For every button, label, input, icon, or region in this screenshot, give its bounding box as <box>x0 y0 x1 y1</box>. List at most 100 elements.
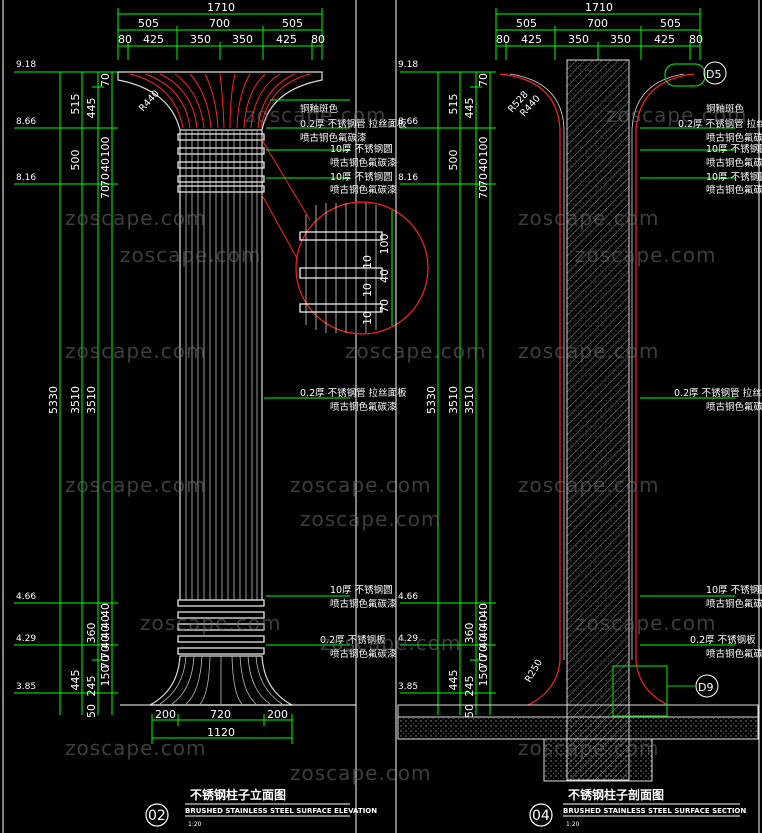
watermark-2: zoscape.com <box>606 103 747 127</box>
callout-8: 0.2厚 不锈钢管 拉丝面板 <box>300 387 407 399</box>
s-vdim-c-9: 40 <box>477 635 490 649</box>
watermark-16: zoscape.com <box>575 611 716 635</box>
vdim-c-2: 100 <box>99 137 112 158</box>
s-drawing-title-en: BRUSHED STAINLESS STEEL SURFACE SECTION <box>563 807 746 815</box>
detail-d9: D9 <box>698 681 713 694</box>
s-dim-mid-2: 700 <box>587 17 608 30</box>
s-drawing-number: 04 <box>532 808 550 824</box>
drawing-scale: 1:20 <box>188 821 202 828</box>
s-vdim-c-3: 40 <box>477 158 490 172</box>
dim-detail-2: 425 <box>143 33 164 46</box>
vdim-b-4: 245 <box>85 676 98 697</box>
watermark-7: zoscape.com <box>345 339 486 363</box>
s-vdim-a-2: 500 <box>447 150 460 171</box>
watermark-11: zoscape.com <box>65 473 206 497</box>
s-vdim-c-1: 70 <box>477 73 490 87</box>
callout-13: 喷古铜色氟碳漆 <box>330 648 397 660</box>
section-drawing: 1710 505 700 505 80 425 350 350 425 80 9… <box>395 0 762 833</box>
dim-detail-6: 80 <box>311 33 325 46</box>
bottom-dim-3: 200 <box>267 708 288 721</box>
watermark-17: zoscape.com <box>65 736 206 760</box>
level-8-16: 8.16 <box>16 173 36 183</box>
s-vdim-b-4: 245 <box>463 676 476 697</box>
watermark-9: zoscape.com <box>518 339 659 363</box>
s-callout-6: 10厚 不锈钢圆 <box>706 171 762 183</box>
vdim-b-5: 50 <box>85 704 98 718</box>
bottom-dim-2: 720 <box>210 708 231 721</box>
s-callout-9: 喷古铜色氟碳漆 <box>706 401 762 413</box>
s-level-4-66: 4.66 <box>398 592 418 602</box>
dim-detail-1: 80 <box>118 33 132 46</box>
drawing-title-cn: 不锈钢柱子立面图 <box>190 787 286 802</box>
dim-mid-3: 505 <box>282 17 303 30</box>
vdim-c-4: 70 <box>99 173 112 187</box>
s-callout-7: 喷古铜色氟碳漆 <box>706 184 762 196</box>
s-level-8-16: 8.16 <box>398 173 418 183</box>
s-vdim-b-2: 3510 <box>463 386 476 414</box>
s-callout-4: 10厚 不锈钢圆 <box>706 143 762 155</box>
s-vdim-c-6: 40 <box>477 603 490 617</box>
vdim-c-12: 150 <box>99 666 112 687</box>
level-4-29: 4.29 <box>16 634 36 644</box>
column-section: R528 R440 R250 <box>397 59 759 782</box>
callout-11: 喷古铜色氟碳漆 <box>330 598 397 610</box>
vdim-c-6: 40 <box>99 603 112 617</box>
watermark-18: zoscape.com <box>518 736 659 760</box>
callout-12: 0.2厚 不锈钢板 <box>320 634 386 646</box>
s-level-9-18: 9.18 <box>398 60 418 70</box>
watermarks: zoscape.com zoscape.com zoscape.com zosc… <box>65 103 747 785</box>
s-vdim-c-12: 150 <box>477 666 490 687</box>
top-dimensions <box>117 8 323 60</box>
vdim-c-8: 40 <box>99 625 112 639</box>
vdim-b-1: 445 <box>85 98 98 119</box>
detail-markers: D5 D9 <box>612 61 727 717</box>
callout-6: 10厚 不锈钢圆 <box>330 171 393 183</box>
detail-d5: D5 <box>706 68 721 81</box>
s-callout-10: 10厚 不锈钢圆 <box>706 584 762 596</box>
s-vdim-a-4: 445 <box>447 670 460 691</box>
drawing-title-en: BRUSHED STAINLESS STEEL SURFACE ELEVATIO… <box>185 807 377 815</box>
vdim-c-7: 40 <box>99 615 112 629</box>
watermark-12: zoscape.com <box>518 473 659 497</box>
vdim-c-3: 40 <box>99 158 112 172</box>
watermark-13: zoscape.com <box>300 507 441 531</box>
level-3-85: 3.85 <box>16 682 36 692</box>
s-vdim-c-5: 70 <box>477 185 490 199</box>
s-dim-detail-6: 80 <box>689 33 703 46</box>
level-8-66: 8.66 <box>16 117 36 127</box>
s-vdim-b-1: 445 <box>463 98 476 119</box>
s-vdim-c-10: 70 <box>477 645 490 659</box>
s-vdim-b-3: 360 <box>463 623 476 644</box>
dim-mid-2: 700 <box>209 17 230 30</box>
s-level-8-66: 8.66 <box>398 117 418 127</box>
s-vdim-c-7: 40 <box>477 615 490 629</box>
detail-dim-3: 40 <box>378 269 391 283</box>
elevation-drawing: 1710 505 700 505 80 425 350 350 425 80 9… <box>2 0 429 833</box>
s-vdim-b-5: 50 <box>463 704 476 718</box>
callout-9: 喷古铜色氟碳漆 <box>330 401 397 413</box>
s-dim-detail-1: 80 <box>496 33 510 46</box>
s-vdim-a-1: 515 <box>447 94 460 115</box>
vdim-a-1: 515 <box>69 94 82 115</box>
s-drawing-scale: 1:20 <box>566 821 580 828</box>
level-4-66: 4.66 <box>16 592 36 602</box>
detail-bubble: 100 10 40 10 70 10 <box>261 139 429 335</box>
s-vdim-c-2: 100 <box>477 137 490 158</box>
s-callout-3: 喷古铜色氟碳漆 <box>706 132 762 144</box>
s-vdim-c-4: 70 <box>477 173 490 187</box>
s-callout-1: 铜釉斑色 <box>706 103 745 115</box>
s-vdim-a-3: 3510 <box>447 386 460 414</box>
s-drawing-number-circle <box>529 803 553 827</box>
watermark-14: zoscape.com <box>320 631 461 655</box>
vdim-total: 5330 <box>47 386 60 414</box>
vdim-b-3: 360 <box>85 623 98 644</box>
watermark-10: zoscape.com <box>290 473 431 497</box>
bottom-dim-1: 200 <box>155 708 176 721</box>
s-dim-detail-4: 350 <box>610 33 631 46</box>
s-dim-mid-3: 505 <box>660 17 681 30</box>
watermark-4: zoscape.com <box>518 206 659 230</box>
s-callout-2: 0.2厚 不锈钢管 拉丝面板 <box>678 118 762 130</box>
watermark-6: zoscape.com <box>575 243 716 267</box>
watermark-8: zoscape.com <box>65 339 206 363</box>
callout-10: 10厚 不锈钢圆 <box>330 584 393 596</box>
